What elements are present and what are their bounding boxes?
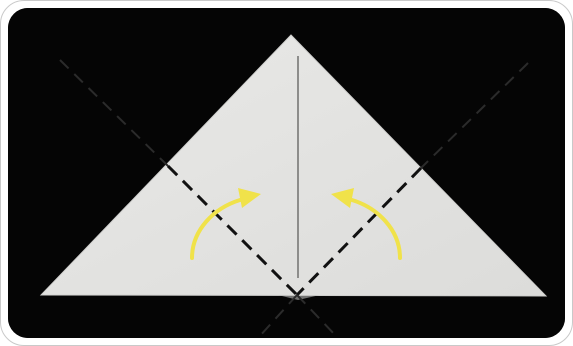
origami-illustration bbox=[8, 8, 565, 338]
origami-photo bbox=[8, 8, 565, 338]
